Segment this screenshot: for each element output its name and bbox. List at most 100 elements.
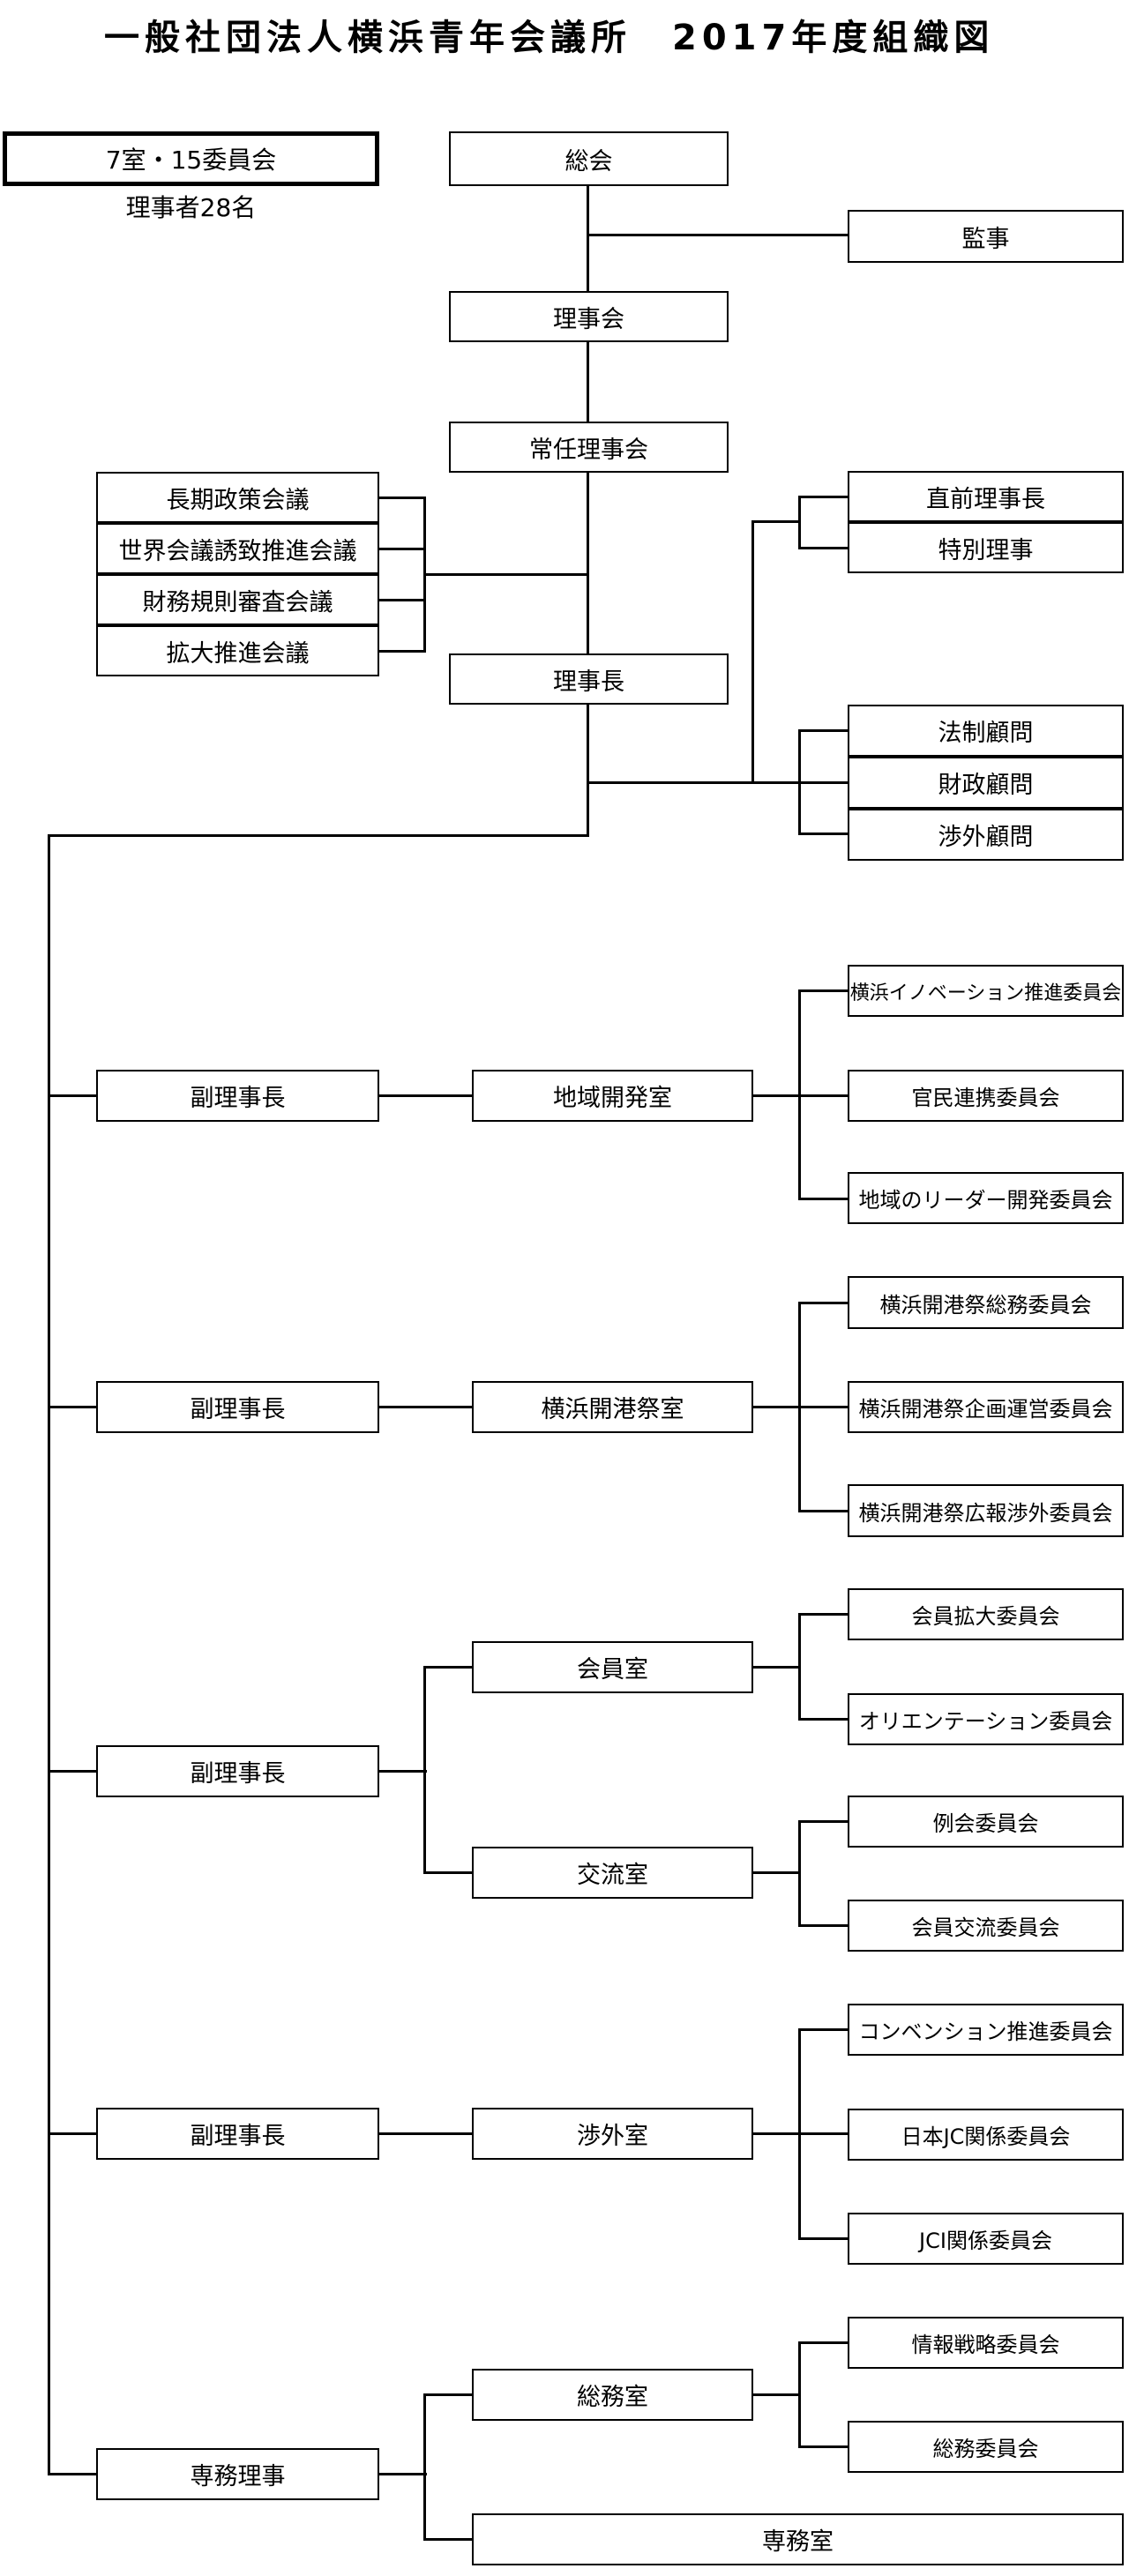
connector-line — [587, 186, 589, 291]
connector-line — [378, 2132, 474, 2135]
connector-line — [587, 234, 848, 236]
node-shogai-shitsu: 渉外室 — [472, 2108, 753, 2160]
connector-line — [798, 1198, 848, 1200]
connector-line — [798, 547, 848, 549]
node-somu-iinkai: 総務委員会 — [848, 2421, 1124, 2473]
connector-line — [751, 2393, 801, 2396]
connector-line — [798, 1302, 801, 1512]
node-zaimu-kisoku: 財務規則審査会議 — [96, 574, 379, 625]
connector-line — [48, 1094, 98, 1097]
connector-line — [48, 834, 50, 2475]
connector-line — [48, 1770, 98, 1773]
connector-line — [798, 1613, 848, 1616]
connector-line — [798, 2341, 848, 2344]
connector-line — [798, 2028, 848, 2031]
connector-line — [587, 342, 589, 422]
node-senmu-riji: 専務理事 — [96, 2448, 379, 2500]
node-jci: JCI関係委員会 — [848, 2213, 1124, 2265]
connector-line — [378, 497, 426, 499]
connector-line — [798, 989, 848, 992]
connector-line — [798, 1820, 801, 1927]
connector-line — [798, 1924, 848, 1927]
connector-line — [378, 650, 426, 653]
node-nihon-jc: 日本JC関係委員会 — [848, 2109, 1124, 2161]
connector-line — [423, 1666, 474, 1669]
connector-line — [798, 1613, 801, 1721]
connector-line — [798, 1510, 848, 1512]
node-kaikosai-shitsu: 横浜開港祭室 — [472, 1381, 753, 1433]
connector-line — [423, 1666, 426, 1874]
connector-line — [378, 1094, 474, 1097]
connector-line — [423, 2393, 474, 2396]
node-senmu-shitsu: 専務室 — [472, 2513, 1124, 2565]
node-fuku-rijicho-2: 副理事長 — [96, 1381, 379, 1433]
connector-line — [798, 496, 848, 498]
connector-line — [798, 833, 848, 835]
node-jonin-rijikai: 常任理事会 — [449, 422, 729, 473]
connector-line — [798, 729, 848, 732]
connector-line — [48, 834, 589, 837]
connector-line — [48, 1406, 98, 1408]
node-reikai: 例会委員会 — [848, 1796, 1124, 1848]
node-soukai: 総会 — [449, 131, 729, 186]
node-chiiki-leader: 地域のリーダー開発委員会 — [848, 1172, 1124, 1224]
node-chiiki-kaihatsu-shitsu: 地域開発室 — [472, 1070, 753, 1122]
connector-line — [798, 989, 801, 1200]
node-rijikai: 理事会 — [449, 291, 729, 342]
connector-line — [798, 2237, 848, 2240]
node-rijicho: 理事長 — [449, 653, 729, 705]
connector-line — [798, 1718, 848, 1721]
connector-line — [378, 2473, 427, 2475]
connector-line — [798, 729, 801, 835]
connector-line — [423, 2538, 474, 2541]
officers-note: 理事者28名 — [125, 193, 257, 222]
node-joho-senryaku: 情報戦略委員会 — [848, 2317, 1124, 2369]
connector-line — [587, 781, 848, 784]
node-kaikosai-somu: 横浜開港祭総務委員会 — [848, 1276, 1124, 1329]
connector-line — [751, 520, 754, 783]
connector-line — [751, 520, 801, 523]
connector-line — [48, 2473, 98, 2475]
node-fuku-rijicho-3: 副理事長 — [96, 1745, 379, 1797]
node-kaiin-kakudai: 会員拡大委員会 — [848, 1588, 1124, 1640]
connector-line — [798, 2028, 801, 2239]
node-kanji: 監事 — [848, 210, 1124, 263]
connector-line — [423, 1871, 474, 1874]
node-orientation: オリエンテーション委員会 — [848, 1693, 1124, 1745]
node-somu-shitsu: 総務室 — [472, 2369, 753, 2421]
connector-line — [423, 573, 589, 576]
node-kanmin-renkei: 官民連携委員会 — [848, 1070, 1124, 1122]
connector-line — [798, 2341, 801, 2448]
connector-line — [587, 473, 589, 653]
node-sekai-kaigi: 世界会議誘致推進会議 — [96, 523, 379, 574]
node-kaiin-koryu: 会員交流委員会 — [848, 1900, 1124, 1952]
connector-line — [378, 548, 426, 550]
node-units-badge: 7室・15委員会 — [3, 131, 379, 186]
connector-line — [48, 2132, 98, 2135]
connector-line — [587, 705, 589, 837]
connector-line — [378, 599, 426, 601]
node-hosei-komon: 法制顧問 — [848, 705, 1124, 757]
node-shogai-komon: 渉外顧問 — [848, 809, 1124, 861]
node-zaisei-komon: 財政顧問 — [848, 757, 1124, 809]
connector-line — [798, 2445, 848, 2448]
node-koryu-shitsu: 交流室 — [472, 1847, 753, 1899]
connector-line — [423, 2393, 426, 2541]
connector-line — [378, 1406, 474, 1408]
node-kakudai-suishin: 拡大推進会議 — [96, 625, 379, 676]
connector-line — [751, 1666, 801, 1669]
node-chokuzen-rijicho: 直前理事長 — [848, 471, 1124, 522]
node-kaikosai-kikaku: 横浜開港祭企画運営委員会 — [848, 1381, 1124, 1433]
node-tokubetsu-riji: 特別理事 — [848, 522, 1124, 573]
node-convention: コンベンション推進委員会 — [848, 2004, 1124, 2056]
node-fuku-rijicho-4: 副理事長 — [96, 2108, 379, 2160]
connector-line — [378, 1770, 427, 1773]
page-title: 一般社団法人横浜青年会議所 2017年度組織図 — [104, 18, 995, 58]
node-choki-seisaku: 長期政策会議 — [96, 472, 379, 523]
connector-line — [751, 1871, 801, 1874]
connector-line — [798, 1820, 848, 1823]
node-kaikosai-koho: 横浜開港祭広報渉外委員会 — [848, 1484, 1124, 1537]
node-kaiin-shitsu: 会員室 — [472, 1641, 753, 1693]
node-yokohama-innovation: 横浜イノベーション推進委員会 — [848, 965, 1124, 1017]
